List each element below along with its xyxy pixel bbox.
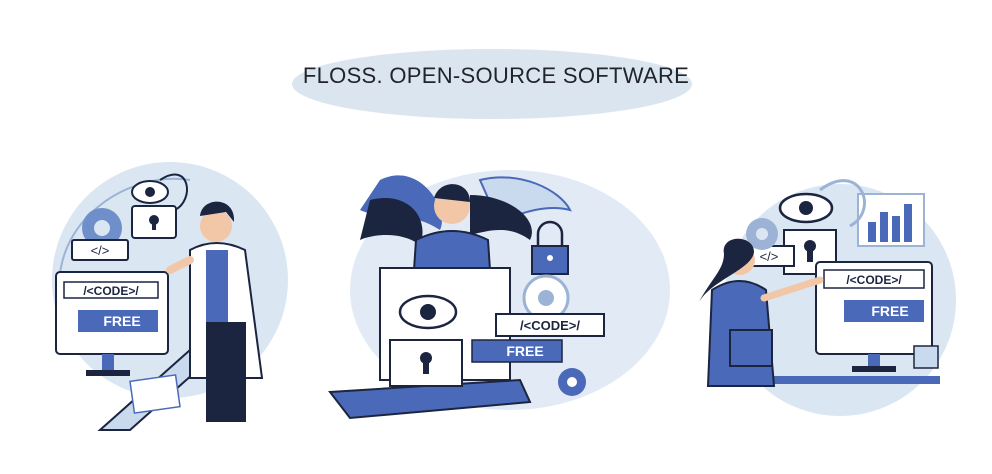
gear-icon — [522, 274, 570, 322]
code-tag-box: /<CODE>/ — [495, 313, 605, 337]
header: FLOSS. OPEN-SOURCE SOFTWARE — [0, 0, 992, 120]
page-title: FLOSS. OPEN-SOURCE SOFTWARE — [302, 63, 690, 88]
illustration-developer-with-monitor: </> /<CODE>/ FREE — [680, 150, 960, 450]
bar-chart-panel — [857, 193, 925, 247]
code-tag-label: /<CODE>/ — [846, 273, 902, 287]
developer-figure — [166, 201, 264, 422]
code-tag-label: /<CODE>/ — [83, 284, 139, 298]
html-tag-badge: </> — [71, 239, 129, 261]
monitor: /<CODE>/ FREE — [55, 271, 169, 376]
illustration-developer-at-kiosk: </> /<CODE>/ FREE — [40, 150, 300, 450]
eye-icon — [398, 294, 458, 330]
title-backdrop-blob — [292, 49, 692, 119]
book-icon — [729, 329, 773, 367]
padlock-icon — [531, 220, 569, 275]
free-label: FREE — [871, 303, 908, 319]
html-tag-label: </> — [91, 243, 110, 258]
gear-icon — [82, 208, 122, 248]
html-tag-label: </> — [760, 249, 779, 264]
code-tag-label: /<CODE>/ — [520, 318, 580, 333]
developer-figure — [698, 238, 824, 387]
gear-icon — [746, 218, 778, 250]
free-label: FREE — [103, 313, 140, 329]
lock-icon — [389, 339, 463, 387]
eye-icon — [131, 180, 169, 204]
illustration-developer-with-laptop: </> /<CODE>/ FREE — [320, 150, 680, 450]
free-label: FREE — [506, 343, 543, 359]
monitor: /<CODE>/ FREE — [815, 261, 933, 372]
lock-icon — [131, 205, 177, 239]
box — [913, 345, 939, 369]
free-box: FREE — [471, 339, 563, 363]
gear-icon-small — [558, 368, 586, 396]
eye-icon — [778, 192, 834, 224]
desk — [740, 376, 940, 384]
